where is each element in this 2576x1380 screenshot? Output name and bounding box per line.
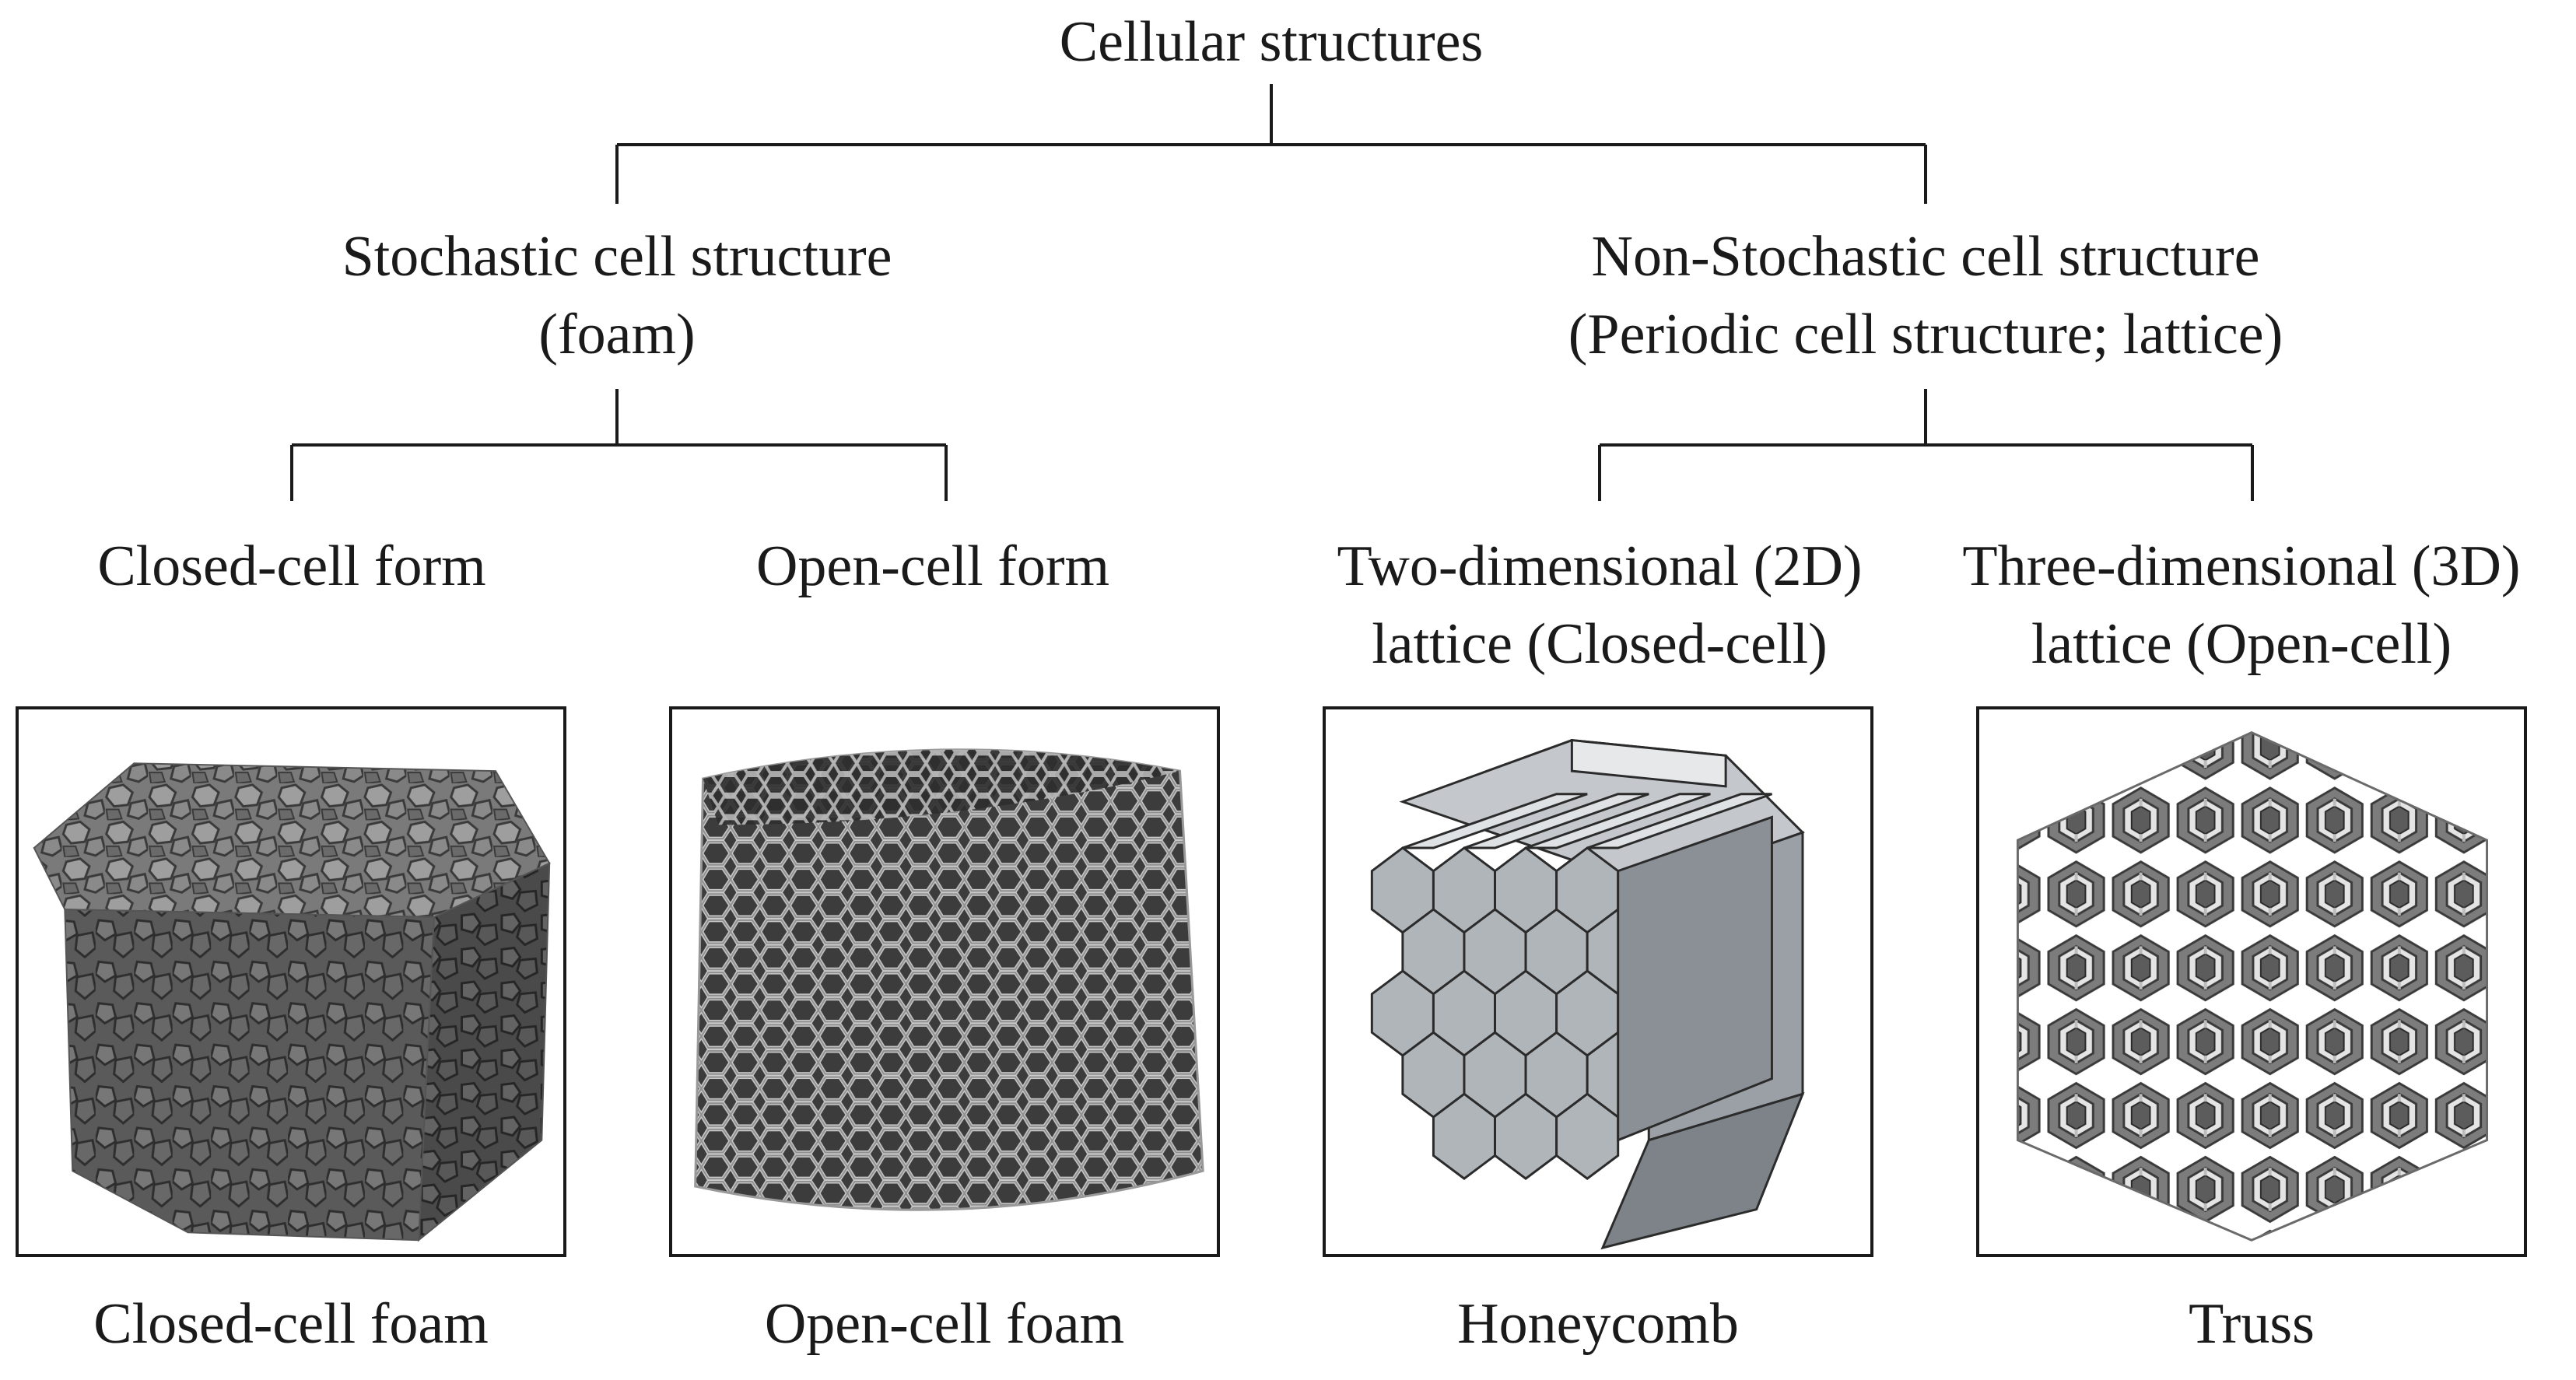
non-stochastic-label-line-1: Non-Stochastic cell structure: [1591, 225, 2260, 289]
non-stochastic-branch-label: Non-Stochastic cell structure (Periodic …: [1498, 218, 2353, 373]
truss-image: [1976, 706, 2527, 1257]
3d-lattice-line-2: lattice (Open-cell): [2031, 612, 2452, 676]
stochastic-branch-label: Stochastic cell structure (foam): [267, 218, 967, 373]
foam-side-face: [418, 862, 551, 1242]
truss-caption-text: Truss: [2189, 1292, 2315, 1356]
3d-lattice-line-1: Three-dimensional (3D): [1962, 534, 2521, 598]
honeycomb-image: [1323, 706, 1873, 1257]
open-cell-form-text: Open-cell form: [755, 534, 1110, 598]
foam-top-face: [33, 762, 551, 918]
open-cell-foam-image: [669, 706, 1220, 1257]
honeycomb-illustration: [1370, 738, 1805, 1250]
closed-cell-foam-image: [16, 706, 566, 1257]
open-cell-foam-caption-text: Open-cell foam: [764, 1292, 1125, 1356]
root-label: Cellular structures: [882, 3, 1660, 81]
root-label-text: Cellular structures: [1059, 10, 1484, 74]
2d-lattice-label: Two-dimensional (2D) lattice (Closed-cel…: [1292, 527, 1907, 683]
truss-lattice-illustration: [2016, 731, 2489, 1242]
non-stochastic-label-line-2: (Periodic cell structure; lattice): [1568, 303, 2283, 366]
open-foam-top: [703, 749, 1180, 825]
closed-cell-foam-caption: Closed-cell foam: [19, 1285, 563, 1363]
open-cell-foam-illustration: [694, 748, 1204, 1211]
2d-lattice-line-1: Two-dimensional (2D): [1337, 534, 1863, 598]
closed-cell-form-text: Closed-cell form: [97, 534, 486, 598]
2d-lattice-line-2: lattice (Closed-cell): [1372, 612, 1828, 676]
stochastic-label-line-1: Stochastic cell structure: [342, 225, 892, 289]
truss-block: [2016, 731, 2489, 1242]
closed-cell-form-label: Closed-cell form: [23, 527, 560, 605]
closed-cell-foam-caption-text: Closed-cell foam: [93, 1292, 489, 1356]
honeycomb-caption-text: Honeycomb: [1457, 1292, 1739, 1356]
stochastic-label-line-2: (foam): [538, 303, 696, 366]
3d-lattice-label: Three-dimensional (3D) lattice (Open-cel…: [1930, 527, 2553, 683]
open-cell-form-label: Open-cell form: [664, 527, 1201, 605]
foam-front-face: [64, 909, 435, 1242]
closed-cell-foam-illustration: [33, 762, 551, 1242]
honeycomb-caption: Honeycomb: [1326, 1285, 1870, 1363]
open-cell-foam-caption: Open-cell foam: [672, 1285, 1217, 1363]
truss-caption: Truss: [1979, 1285, 2524, 1363]
